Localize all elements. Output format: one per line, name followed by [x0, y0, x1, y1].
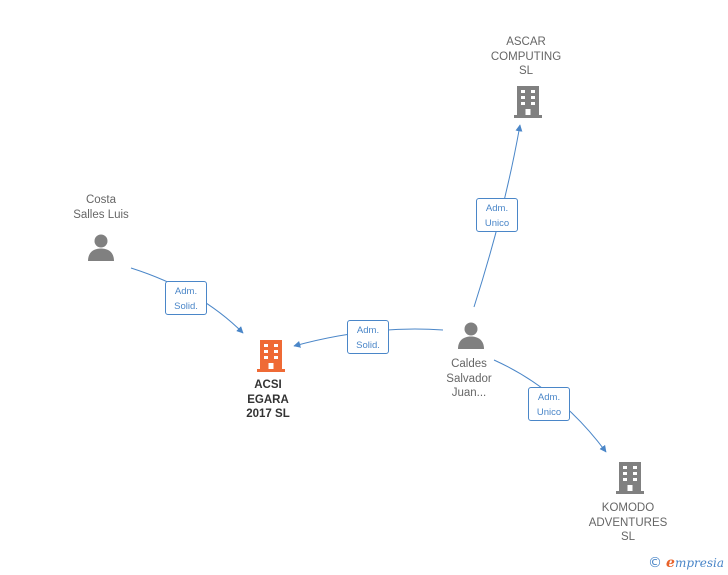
edge-label-caldes-komodo[interactable]: Adm. Unico: [528, 387, 570, 421]
edge-label-caldes-acsi[interactable]: Adm. Solid.: [347, 320, 389, 354]
brand-logo[interactable]: empresia: [666, 555, 724, 571]
brand-footer: © empresia: [648, 555, 724, 571]
node-label-ascar[interactable]: ASCAR COMPUTING SL: [490, 36, 562, 77]
edge-label-caldes-ascar[interactable]: Adm. Unico: [476, 198, 518, 232]
building-icon[interactable]: [513, 84, 543, 118]
building-icon[interactable]: [615, 460, 645, 494]
edge-label-costa-acsi[interactable]: Adm. Solid.: [165, 281, 207, 315]
node-label-acsi[interactable]: ACSI EGARA 2017 SL: [246, 379, 290, 420]
node-label-caldes[interactable]: Caldes Salvador Juan...: [446, 358, 492, 399]
copyright-icon: ©: [648, 555, 663, 571]
person-icon[interactable]: [86, 232, 116, 262]
person-icon[interactable]: [456, 320, 486, 350]
node-label-komodo[interactable]: KOMODO ADVENTURES SL: [588, 502, 668, 543]
node-label-costa[interactable]: Costa Salles Luis: [73, 194, 129, 221]
building-icon[interactable]: [256, 338, 286, 372]
